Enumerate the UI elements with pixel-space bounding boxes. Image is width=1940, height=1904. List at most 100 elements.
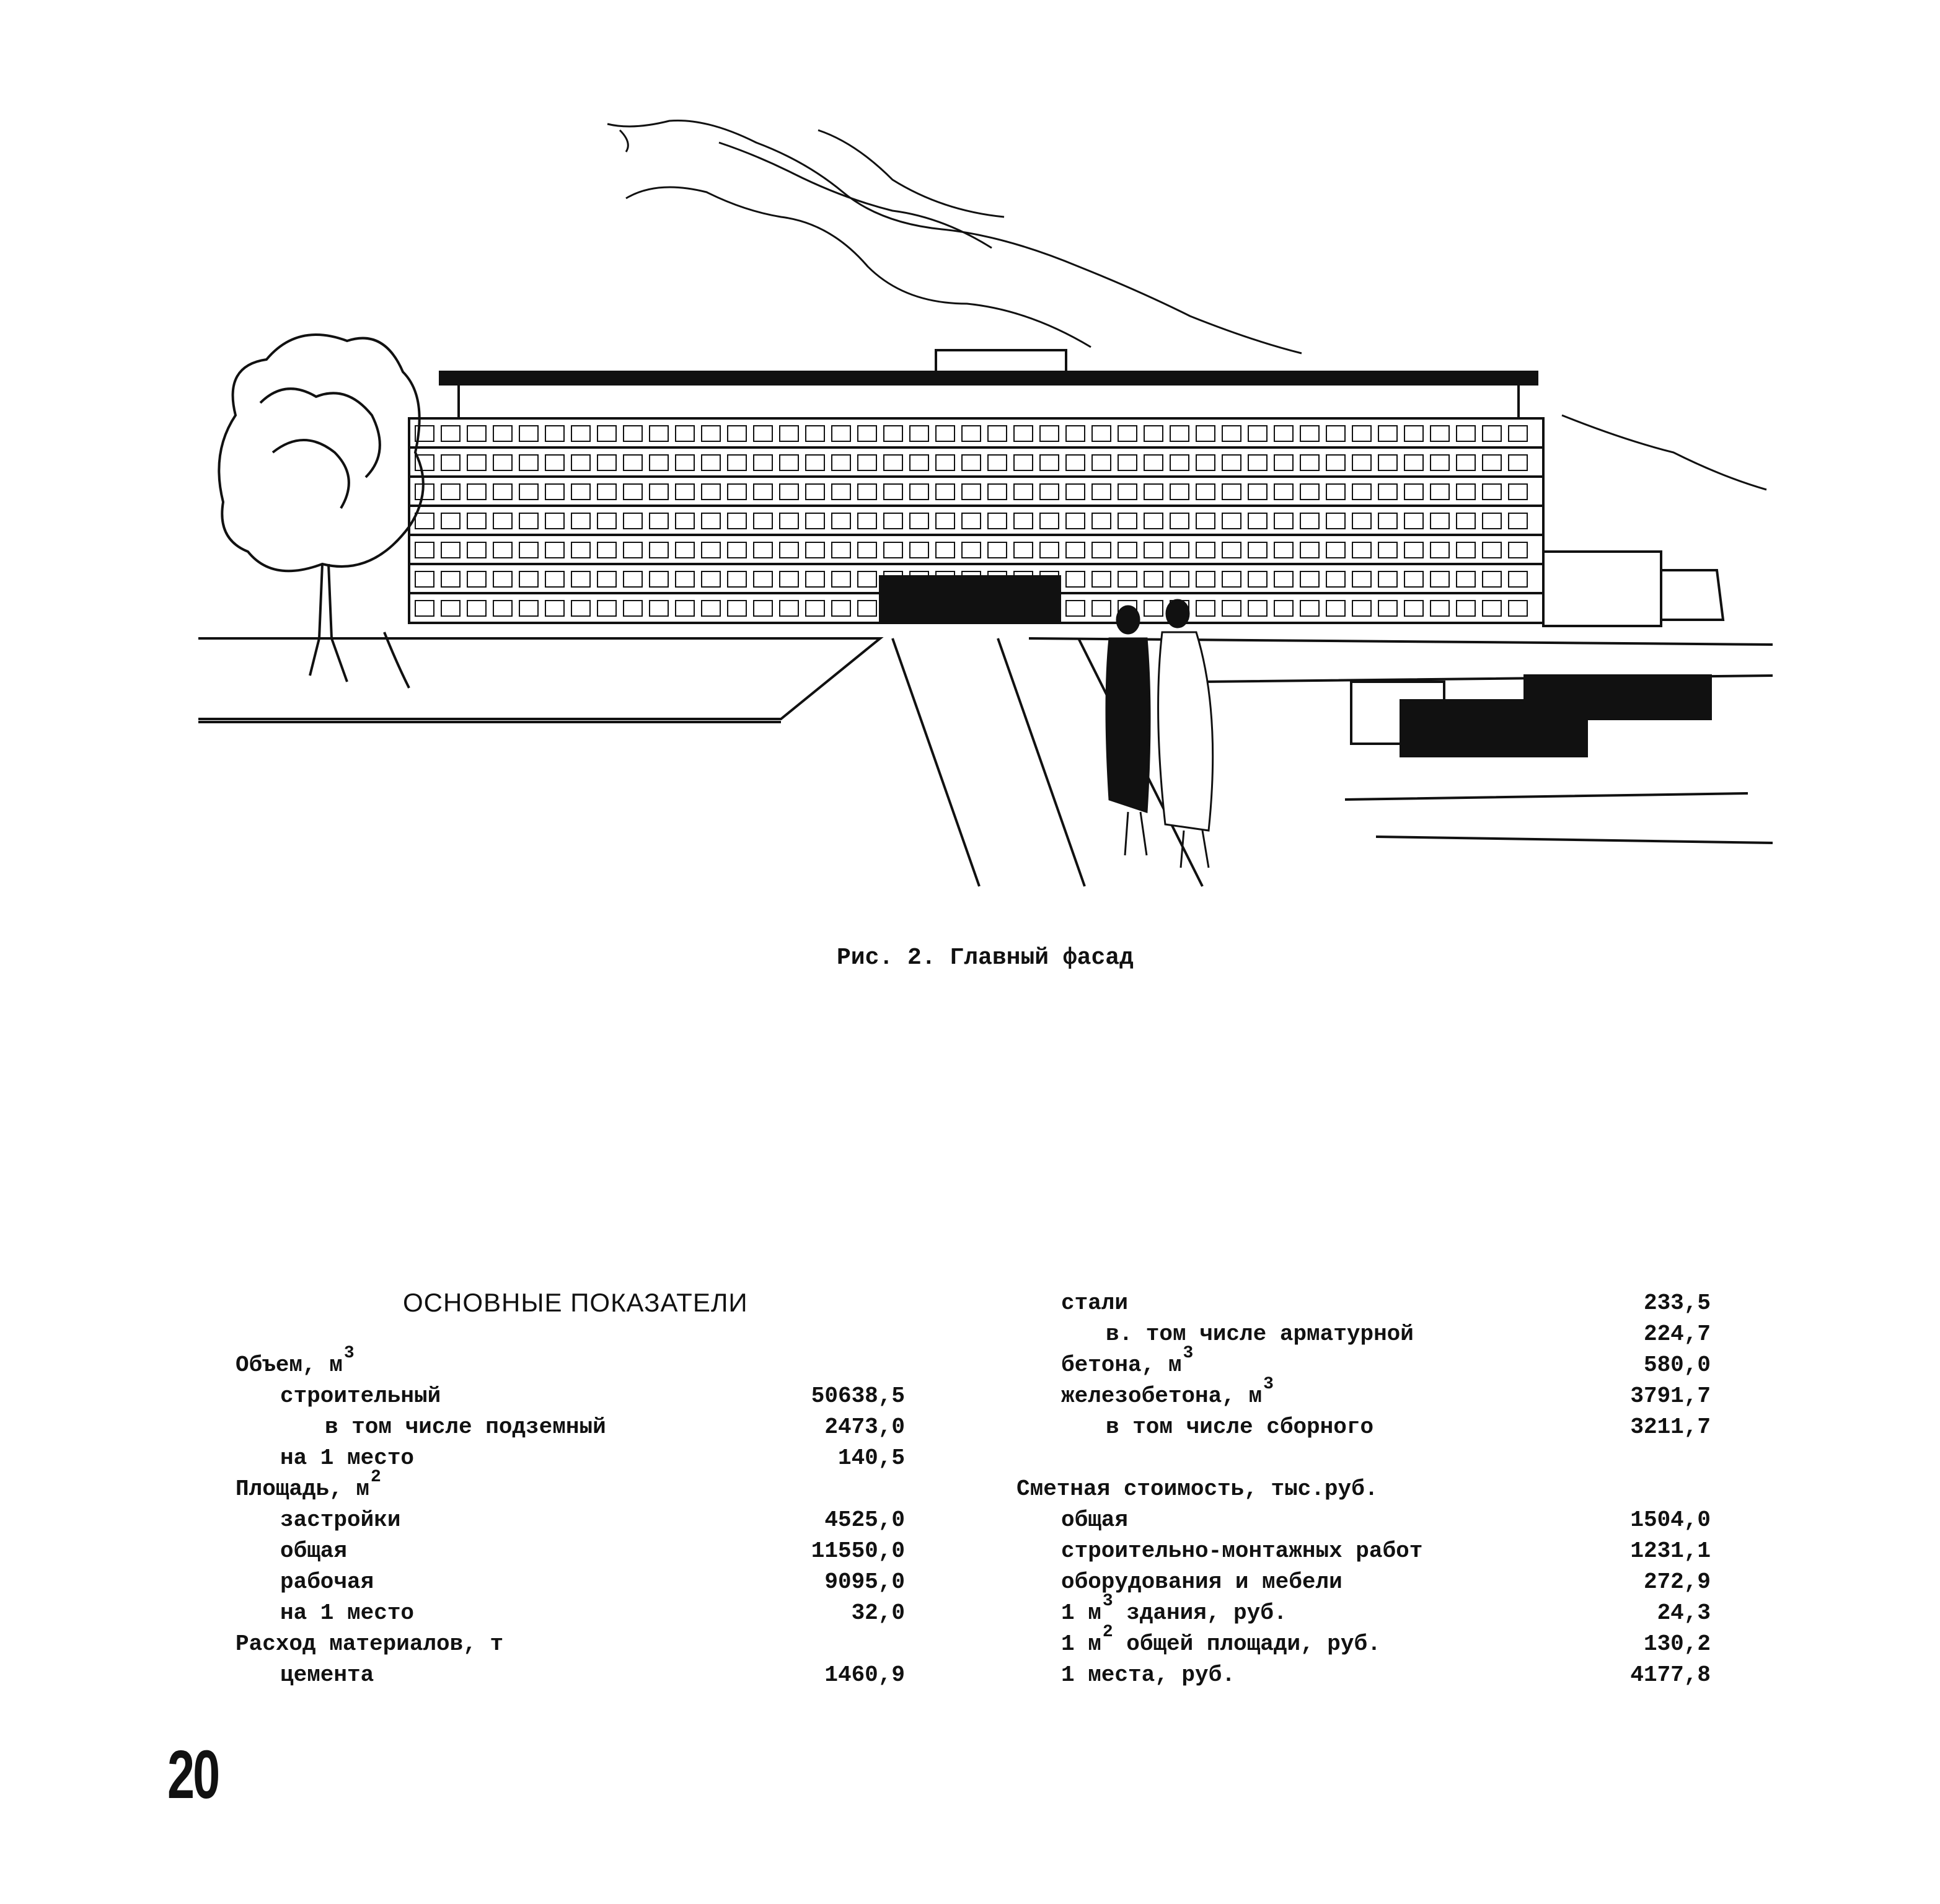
window bbox=[805, 600, 825, 617]
unit-exponent: 2 bbox=[371, 1468, 381, 1487]
indicators-title: ОСНОВНЫЕ ПОКАЗАТЕЛИ bbox=[403, 1288, 748, 1317]
window bbox=[441, 600, 461, 617]
window bbox=[779, 571, 799, 588]
window bbox=[597, 542, 617, 558]
window bbox=[1118, 513, 1137, 529]
indicator-label: рабочая bbox=[280, 1567, 374, 1598]
indicator-label-text: строительно-монтажных работ bbox=[1061, 1538, 1423, 1564]
window bbox=[545, 600, 565, 617]
window bbox=[831, 542, 851, 558]
indicator-value: 1460,9 bbox=[824, 1662, 905, 1688]
indicator-label: в том числе подземный bbox=[325, 1412, 606, 1443]
indicator-label: 1 м2 общей площади, руб. bbox=[1061, 1623, 1381, 1662]
window bbox=[1248, 542, 1268, 558]
indicator-label-text: Сметная стоимость, тыс.руб. bbox=[1016, 1476, 1378, 1502]
window bbox=[623, 483, 643, 500]
window bbox=[753, 454, 773, 471]
window bbox=[1326, 542, 1346, 558]
window bbox=[1456, 454, 1476, 471]
window bbox=[1378, 483, 1398, 500]
window bbox=[1456, 483, 1476, 500]
window bbox=[571, 542, 591, 558]
indicator-label: железобетона, м3 bbox=[1061, 1375, 1274, 1414]
window bbox=[1222, 600, 1241, 617]
indicator-label-text: Площадь, м bbox=[236, 1476, 370, 1502]
window bbox=[1378, 571, 1398, 588]
window bbox=[1326, 454, 1346, 471]
window bbox=[1456, 542, 1476, 558]
indicator-label-text: цемента bbox=[280, 1662, 374, 1688]
window bbox=[831, 454, 851, 471]
window bbox=[1196, 513, 1215, 529]
window bbox=[1352, 454, 1372, 471]
window bbox=[1326, 483, 1346, 500]
window bbox=[1091, 513, 1111, 529]
window bbox=[701, 571, 721, 588]
indicator-value: 9095,0 bbox=[824, 1569, 905, 1595]
window bbox=[467, 571, 487, 588]
indicator-label-text: в том числе подземный bbox=[325, 1414, 606, 1440]
window bbox=[649, 483, 669, 500]
window bbox=[1013, 542, 1033, 558]
window bbox=[883, 542, 903, 558]
unit-exponent: 3 bbox=[343, 1344, 355, 1363]
indicator-label: Площадь, м2 bbox=[236, 1468, 381, 1507]
window bbox=[1378, 600, 1398, 617]
window bbox=[857, 425, 877, 442]
window bbox=[987, 425, 1007, 442]
window bbox=[519, 483, 539, 500]
window bbox=[649, 513, 669, 529]
plaza bbox=[198, 637, 1773, 887]
window bbox=[1508, 454, 1528, 471]
window bbox=[1248, 454, 1268, 471]
window bbox=[1144, 513, 1163, 529]
indicator-value: 1231,1 bbox=[1630, 1538, 1711, 1564]
window bbox=[1300, 571, 1320, 588]
window bbox=[701, 454, 721, 471]
window bbox=[1013, 454, 1033, 471]
window bbox=[1118, 454, 1137, 471]
window bbox=[1352, 483, 1372, 500]
window bbox=[1144, 425, 1163, 442]
building bbox=[408, 349, 1725, 627]
window bbox=[753, 542, 773, 558]
indicator-value: 580,0 bbox=[1643, 1352, 1711, 1378]
indicator-value: 50638,5 bbox=[811, 1383, 905, 1409]
window bbox=[1065, 483, 1085, 500]
window bbox=[1430, 483, 1450, 500]
window bbox=[1456, 513, 1476, 529]
window bbox=[883, 425, 903, 442]
window bbox=[1508, 571, 1528, 588]
window bbox=[1039, 513, 1059, 529]
window bbox=[1430, 425, 1450, 442]
window bbox=[519, 542, 539, 558]
window bbox=[467, 542, 487, 558]
window bbox=[623, 454, 643, 471]
window bbox=[805, 513, 825, 529]
window bbox=[883, 483, 903, 500]
indicator-row: Объем, м3 bbox=[236, 1344, 905, 1381]
facade-drawing bbox=[198, 119, 1773, 887]
window bbox=[441, 542, 461, 558]
window bbox=[571, 454, 591, 471]
indicator-label: застройки bbox=[280, 1505, 400, 1536]
window bbox=[571, 483, 591, 500]
window bbox=[1065, 542, 1085, 558]
window bbox=[415, 425, 434, 442]
window bbox=[493, 513, 513, 529]
window bbox=[545, 542, 565, 558]
indicator-label-text: Объем, м bbox=[236, 1352, 343, 1378]
window bbox=[1170, 483, 1189, 500]
window bbox=[1065, 600, 1085, 617]
window bbox=[1170, 454, 1189, 471]
window bbox=[493, 483, 513, 500]
window bbox=[1300, 513, 1320, 529]
window bbox=[545, 425, 565, 442]
window bbox=[1300, 425, 1320, 442]
window bbox=[935, 425, 955, 442]
window bbox=[1196, 571, 1215, 588]
indicator-value: 233,5 bbox=[1643, 1290, 1711, 1316]
